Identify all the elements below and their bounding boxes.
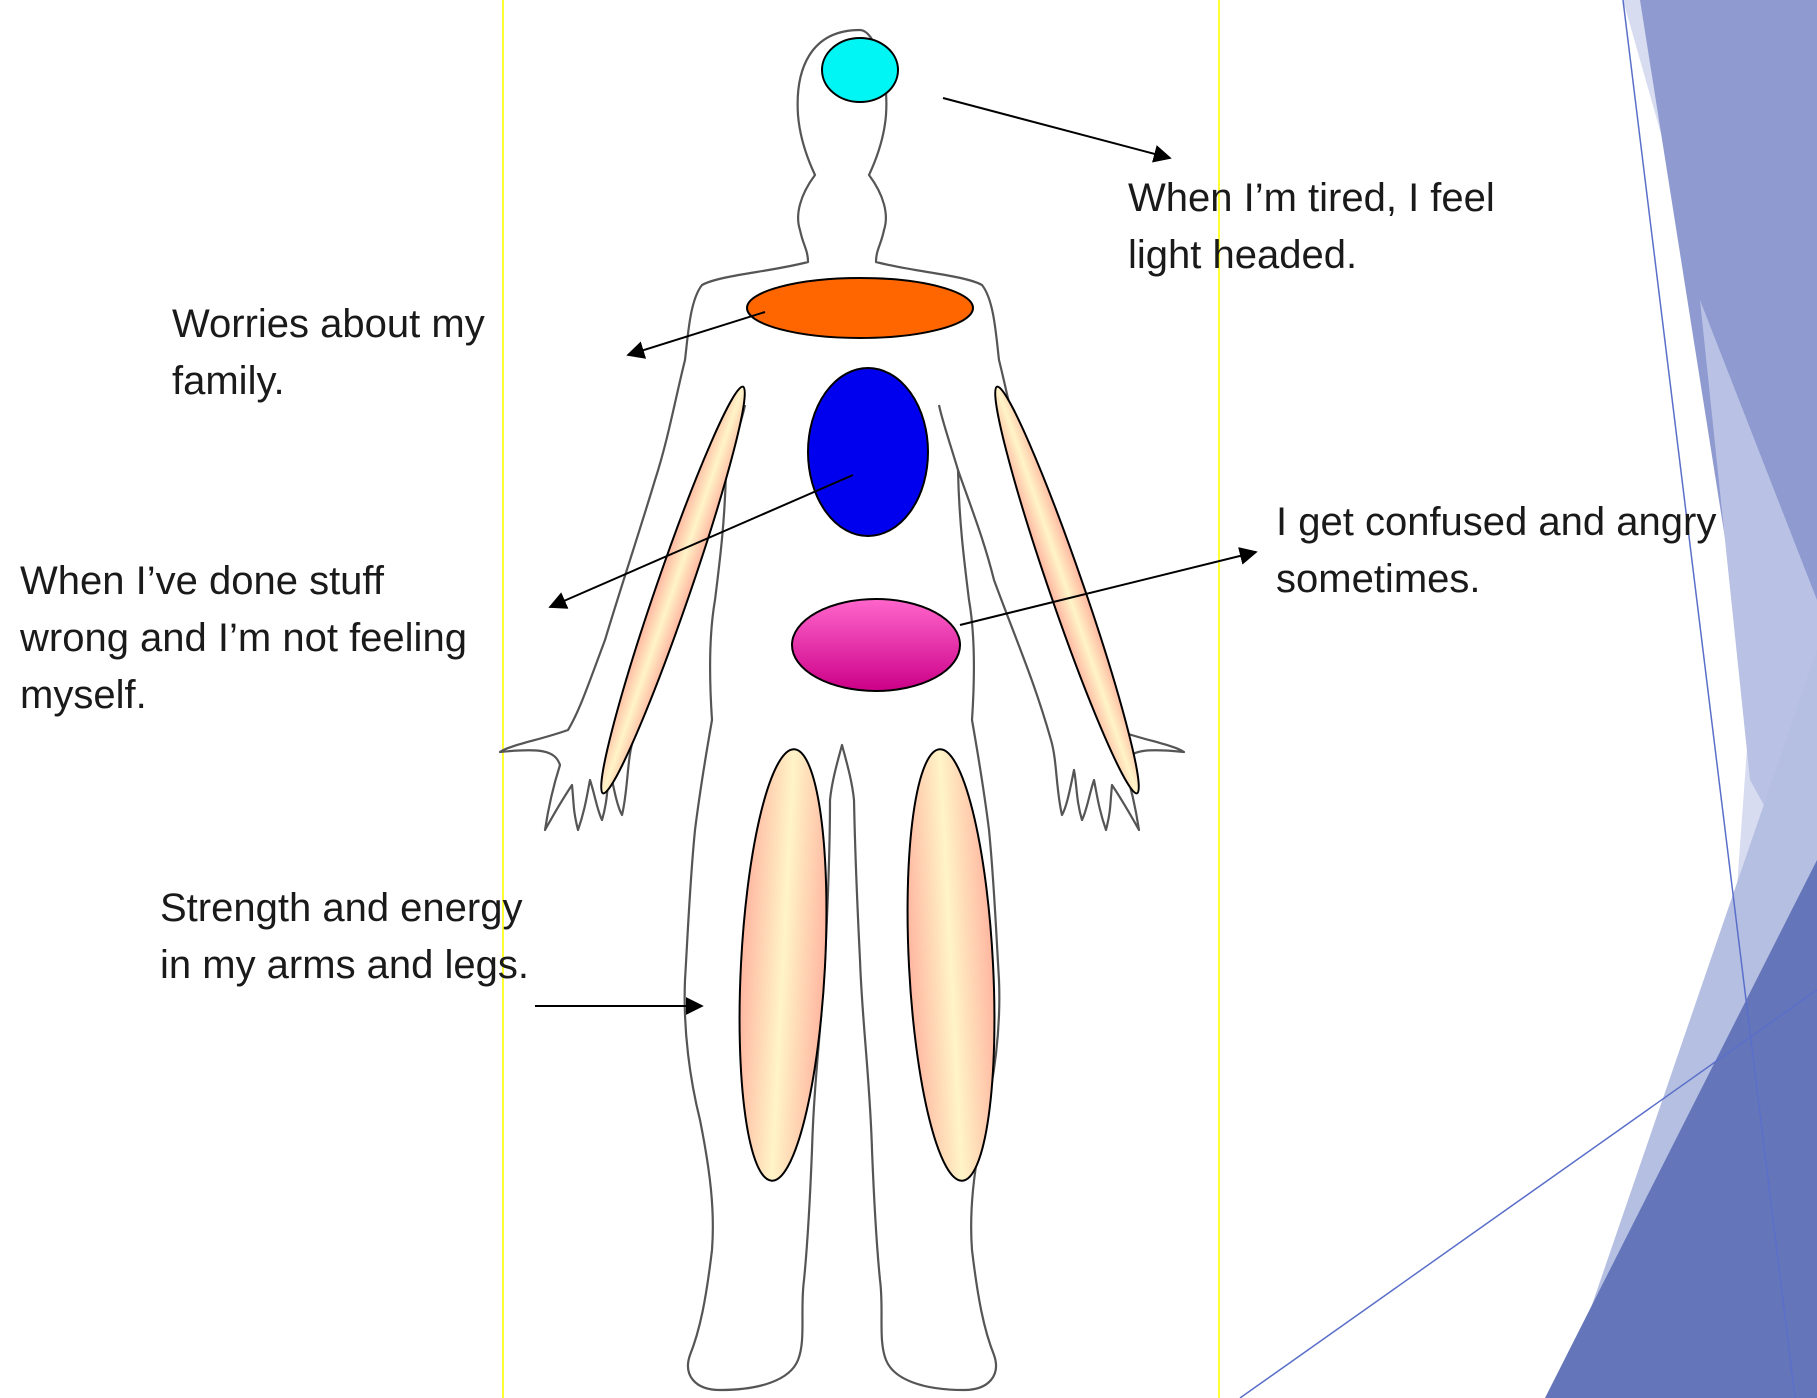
body-outline [500, 30, 1184, 1390]
annotation-stomach-line-2: wrong and I’m not feeling [20, 610, 467, 667]
annotation-head: When I’m tired, I feel light headed. [1128, 170, 1495, 284]
left-leg-region [730, 747, 836, 1183]
arrow-belly [960, 552, 1256, 625]
annotation-limbs: Strength and energy in my arms and legs. [160, 880, 529, 994]
annotation-belly-line-1: I get confused and angry [1276, 494, 1716, 551]
head-region [822, 38, 898, 102]
annotation-stomach: When I’ve done stuff wrong and I’m not f… [20, 553, 467, 724]
annotation-head-line-2: light headed. [1128, 227, 1495, 284]
belly-region [792, 599, 960, 691]
annotation-chest-line-2: family. [172, 353, 485, 410]
annotation-limbs-line-2: in my arms and legs. [160, 937, 529, 994]
annotation-chest-line-1: Worries about my [172, 296, 485, 353]
chest-region [747, 278, 973, 338]
arrow-head [943, 98, 1170, 158]
annotation-stomach-line-3: myself. [20, 667, 467, 724]
left-arm-region [587, 381, 759, 799]
right-leg-region [898, 747, 1004, 1183]
arrow-chest [628, 312, 765, 355]
annotation-limbs-line-1: Strength and energy [160, 880, 529, 937]
annotation-belly: I get confused and angry sometimes. [1276, 494, 1716, 608]
annotation-chest: Worries about my family. [172, 296, 485, 410]
stomach-region [808, 368, 928, 536]
annotation-belly-line-2: sometimes. [1276, 551, 1716, 608]
right-arm-region [981, 381, 1153, 799]
annotation-stomach-line-1: When I’ve done stuff [20, 553, 467, 610]
annotation-head-line-1: When I’m tired, I feel [1128, 170, 1495, 227]
